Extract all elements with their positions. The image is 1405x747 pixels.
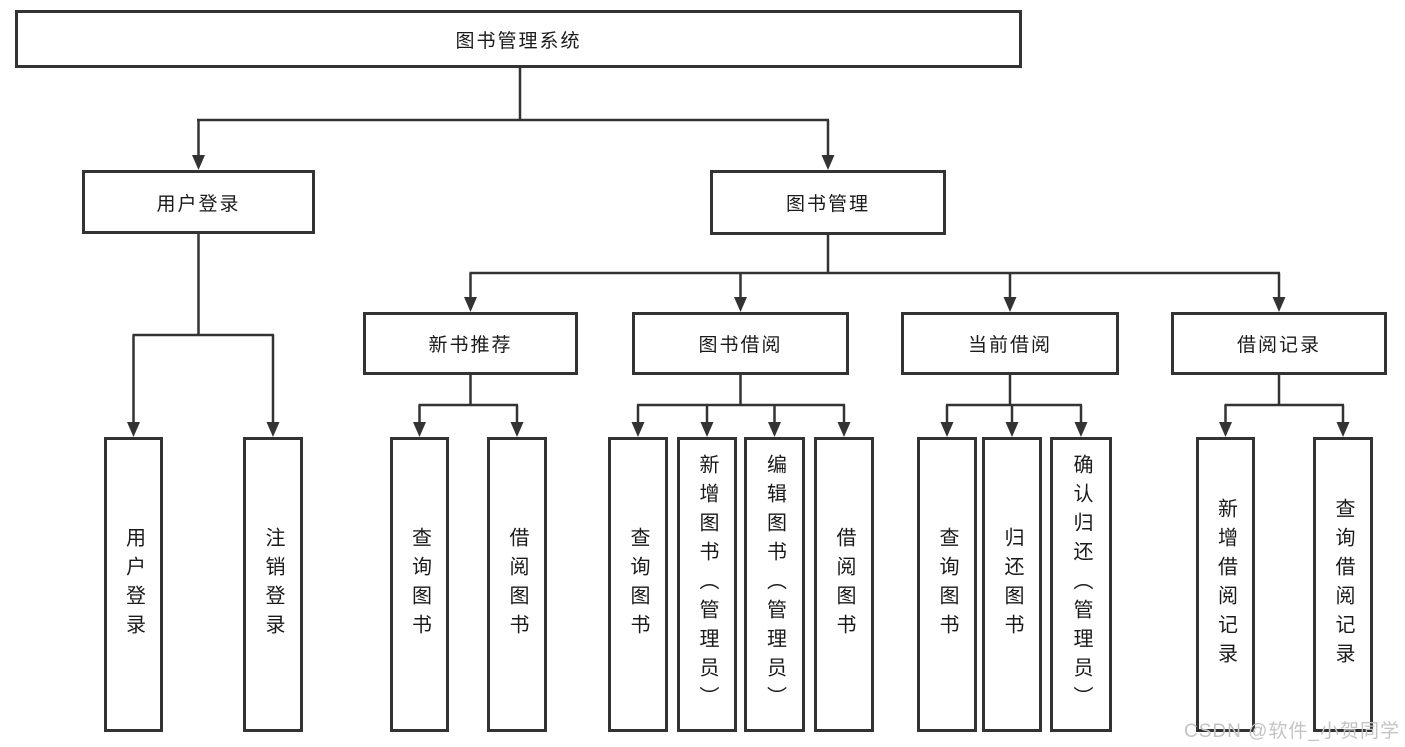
leaf-borrow-query-books: 查询图书: [608, 437, 668, 732]
node-book-borrow: 图书借阅: [632, 312, 849, 375]
arrowheads-book-management-branch: [464, 297, 1286, 312]
node-label: 图书借阅: [698, 335, 783, 356]
connector-user-login-branch: [132, 233, 275, 424]
node-borrow-records: 借阅记录: [1171, 312, 1387, 375]
node-label: 编辑图书（管理员）: [763, 454, 786, 715]
leaf-newbook-borrow-books: 借阅图书: [487, 437, 547, 732]
leaf-logout: 注销登录: [243, 437, 303, 732]
node-library-management-system: 图书管理系统: [15, 10, 1022, 68]
connector-current-borrow-branch: [945, 375, 1083, 424]
node-label: 借阅记录: [1236, 335, 1321, 356]
node-label: 用户登录: [122, 526, 145, 643]
arrowheads-borrow-records-branch: [1219, 422, 1350, 437]
node-label: 查询借阅记录: [1332, 497, 1354, 672]
leaf-records-query-record: 查询借阅记录: [1313, 437, 1373, 732]
node-label: 当前借阅: [967, 335, 1052, 356]
leaf-user-login: 用户登录: [104, 437, 163, 732]
node-new-book-recommend: 新书推荐: [363, 312, 578, 375]
node-label: 新书推荐: [428, 335, 513, 356]
connector-book-borrow-branch: [636, 375, 846, 424]
node-label: 查询图书: [408, 526, 431, 643]
node-label: 查询图书: [627, 526, 649, 643]
leaf-borrow-borrow-books: 借阅图书: [814, 437, 874, 732]
arrowheads-user-login-branch: [127, 422, 280, 437]
arrowheads-root-branch: [192, 155, 835, 170]
node-label: 新增借阅记录: [1214, 497, 1237, 672]
leaf-newbook-query-books: 查询图书: [390, 437, 449, 732]
node-label: 查询图书: [936, 526, 958, 643]
node-book-management: 图书管理: [710, 170, 946, 235]
arrowheads-new-book-branch: [413, 422, 524, 437]
csdn-watermark: CSDN @软件_小贺同学: [1184, 721, 1400, 742]
connector-new-book-branch: [418, 375, 519, 424]
leaf-borrow-edit-books-admin: 编辑图书（管理员）: [744, 437, 805, 732]
leaf-current-return-books: 归还图书: [982, 437, 1042, 732]
node-user-login: 用户登录: [82, 170, 315, 234]
arrowheads-book-borrow-branch: [631, 422, 851, 437]
node-label: 归还图书: [1001, 526, 1023, 643]
arrowheads-current-borrow-branch: [940, 422, 1088, 437]
node-label: 图书管理系统: [455, 30, 582, 52]
node-label: 图书管理: [785, 194, 870, 215]
leaf-current-confirm-return-admin: 确认归还（管理员）: [1050, 437, 1112, 732]
connector-book-management-branch: [469, 234, 1281, 299]
node-label: 确认归还（管理员）: [1070, 454, 1092, 715]
node-label: 用户登录: [156, 193, 241, 215]
node-current-borrow: 当前借阅: [901, 312, 1119, 375]
node-label: 借阅图书: [833, 526, 855, 643]
leaf-current-query-books: 查询图书: [917, 437, 977, 732]
leaf-records-add-record: 新增借阅记录: [1196, 437, 1255, 732]
node-label: 新增图书（管理员）: [696, 454, 718, 715]
node-label: 借阅图书: [506, 526, 528, 643]
connector-borrow-records-branch: [1224, 375, 1345, 424]
connector-root-branch: [197, 68, 830, 157]
leaf-borrow-add-books-admin: 新增图书（管理员）: [677, 437, 737, 732]
node-label: 注销登录: [262, 526, 284, 643]
